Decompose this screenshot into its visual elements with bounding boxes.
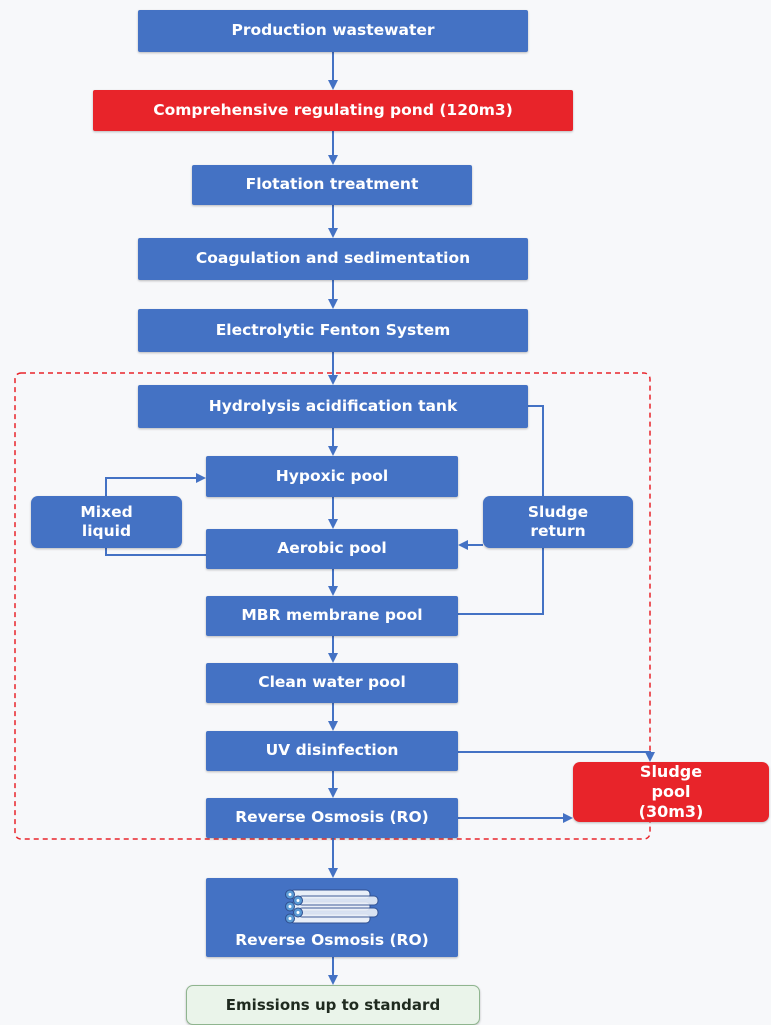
reverse-osmosis-unit-box: Reverse Osmosis (RO) [206,878,458,957]
flotation-treatment-box: Flotation treatment [192,165,472,205]
clean-water-pool-box: Clean water pool [206,663,458,703]
production-wastewater-box: Production wastewater [138,10,528,52]
electrolytic-fenton-box: Electrolytic Fenton System [138,309,528,352]
mixed-liquid-box: Mixed liquid [31,496,182,548]
uv-disinfection-box: UV disinfection [206,731,458,771]
hydrolysis-acidification-box: Hydrolysis acidification tank [138,385,528,428]
arrow-uv-to-sludge-pool [458,751,655,762]
membrane-tubes-icon [285,889,379,924]
hypoxic-pool-box: Hypoxic pool [206,456,458,497]
sludge-return-box: Sludge return [483,496,633,548]
sludge-pool-box: Sludge pool (30m3) [573,762,769,822]
reverse-osmosis-unit-label: Reverse Osmosis (RO) [235,930,429,949]
coagulation-sedimentation-box: Coagulation and sedimentation [138,238,528,280]
mbr-membrane-pool-box: MBR membrane pool [206,596,458,636]
regulating-pond-box: Comprehensive regulating pond (120m3) [93,90,573,131]
emissions-standard-box: Emissions up to standard [186,985,480,1025]
reverse-osmosis-box: Reverse Osmosis (RO) [206,798,458,838]
aerobic-pool-box: Aerobic pool [206,529,458,569]
